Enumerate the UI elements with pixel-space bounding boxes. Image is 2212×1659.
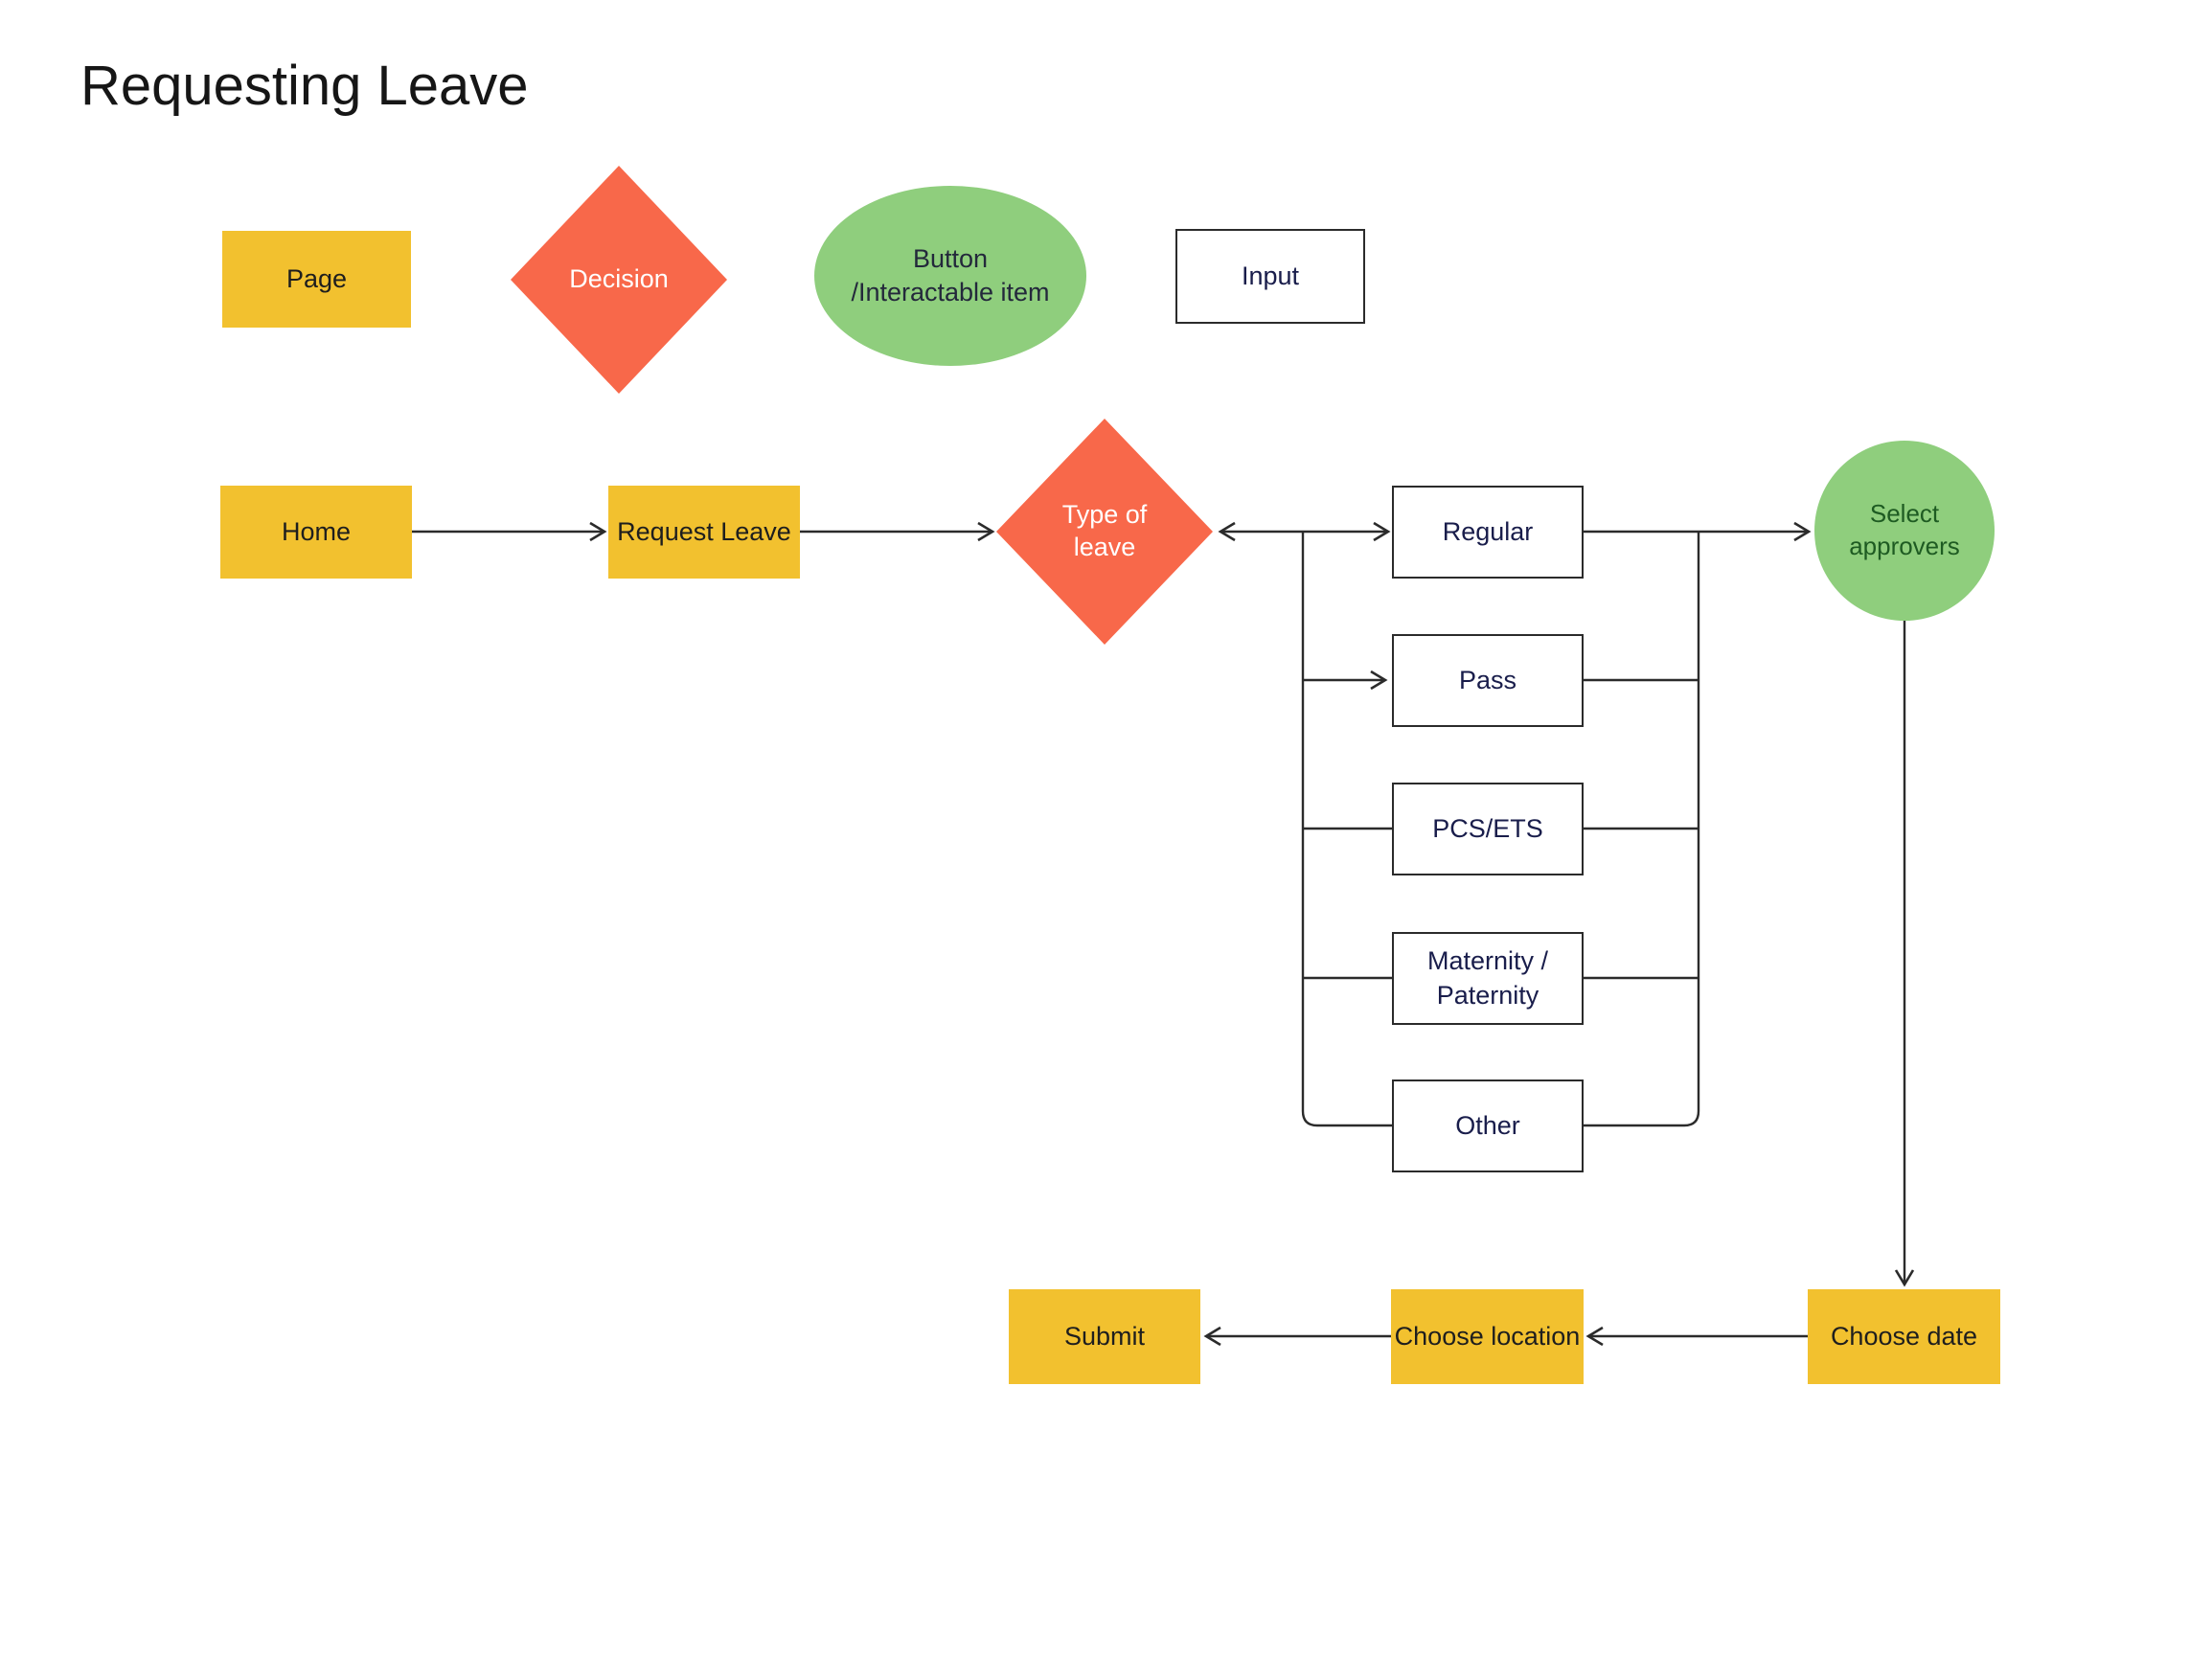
node-pcs-ets-label: PCS/ETS bbox=[1432, 813, 1543, 843]
node-request-leave-label: Request Leave bbox=[617, 516, 791, 546]
node-regular[interactable]: Regular bbox=[1392, 486, 1584, 579]
node-select-approvers-label-line1: Select bbox=[1869, 499, 1940, 529]
legend-decision-label: Decision bbox=[569, 264, 669, 294]
node-maternity-paternity[interactable]: Maternity / Paternity bbox=[1392, 932, 1584, 1025]
node-home[interactable]: Home bbox=[220, 486, 412, 579]
node-pcs-ets[interactable]: PCS/ETS bbox=[1392, 783, 1584, 875]
node-choose-date[interactable]: Choose date bbox=[1808, 1289, 2000, 1384]
node-submit-label: Submit bbox=[1063, 1321, 1146, 1351]
node-type-of-leave-label-line2: leave bbox=[1073, 533, 1136, 561]
node-choose-date-label: Choose date bbox=[1830, 1321, 1978, 1351]
node-choose-location-label: Choose location bbox=[1394, 1321, 1581, 1351]
legend-button-shape[interactable]: Button /Interactable item bbox=[814, 186, 1086, 366]
node-choose-location[interactable]: Choose location bbox=[1391, 1289, 1584, 1384]
node-submit[interactable]: Submit bbox=[1009, 1289, 1200, 1384]
node-request-leave[interactable]: Request Leave bbox=[608, 486, 800, 579]
connector-left-trunk-to-other bbox=[1301, 533, 1392, 1127]
legend-input-shape[interactable]: Input bbox=[1175, 229, 1365, 324]
node-pass-label: Pass bbox=[1458, 665, 1517, 694]
node-other[interactable]: Other bbox=[1392, 1079, 1584, 1172]
legend-button-label-line1: Button bbox=[912, 243, 989, 273]
node-select-approvers-label-line2: approvers bbox=[1849, 532, 1960, 560]
legend-button-label-line2: /Interactable item bbox=[851, 278, 1050, 307]
node-select-approvers[interactable]: Select approvers bbox=[1814, 441, 1995, 621]
legend-page-label: Page bbox=[285, 263, 348, 293]
node-home-label: Home bbox=[281, 516, 352, 546]
connector-right-trunk-to-other bbox=[1584, 533, 1700, 1127]
node-pass[interactable]: Pass bbox=[1392, 634, 1584, 727]
node-regular-label: Regular bbox=[1442, 516, 1534, 546]
page-title: Requesting Leave bbox=[80, 55, 529, 117]
node-maternity-paternity-label: Maternity / Paternity bbox=[1426, 946, 1549, 1010]
node-type-of-leave-label-line1: Type of bbox=[1061, 500, 1148, 530]
legend-page-shape[interactable]: Page bbox=[222, 231, 411, 328]
node-other-label: Other bbox=[1455, 1110, 1520, 1140]
legend-input-label: Input bbox=[1241, 261, 1300, 290]
